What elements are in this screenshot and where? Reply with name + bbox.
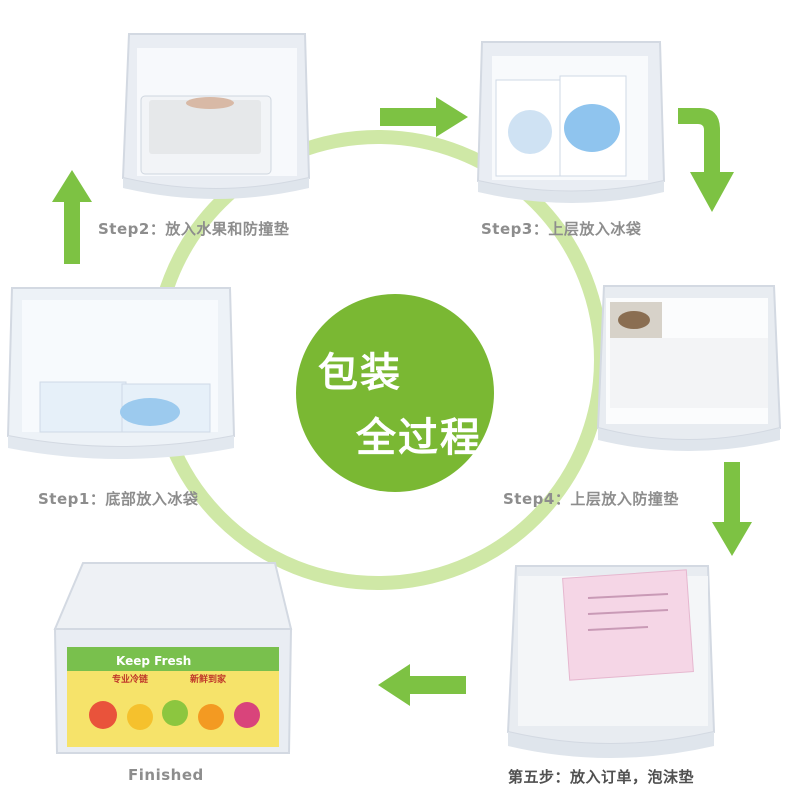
step4-label: Step4：上层放入防撞垫 [503,490,679,508]
arrow-right-top-icon [380,97,468,137]
arrow-up-icon [52,170,92,264]
arrow-down-icon [712,462,752,556]
arrow-curve-down-icon [678,108,734,212]
finished-label: Finished [128,766,204,784]
center-title-line1: 包装 [318,350,402,396]
finished-box-photo [53,562,293,754]
step4-photo [596,285,782,451]
step3-label: Step3：上层放入冰袋 [481,220,642,238]
center-badge [296,294,494,492]
step2-label: Step2：放入水果和防撞垫 [98,220,290,238]
box-banner-sub1: 专业冷链 [112,675,149,685]
step5-photo [506,565,716,758]
step2-photo [121,33,311,199]
step5-label: 第五步：放入订单，泡沫垫 [508,768,695,786]
box-banner-sub2: 新鲜到家 [190,675,227,685]
center-title-line2: 全过程 [356,415,482,461]
step1-label: Step1：底部放入冰袋 [38,490,199,508]
arrow-left-icon [378,664,466,706]
box-banner-text: Keep Fresh [116,654,192,668]
step3-photo [476,41,666,203]
step1-photo [6,287,236,459]
